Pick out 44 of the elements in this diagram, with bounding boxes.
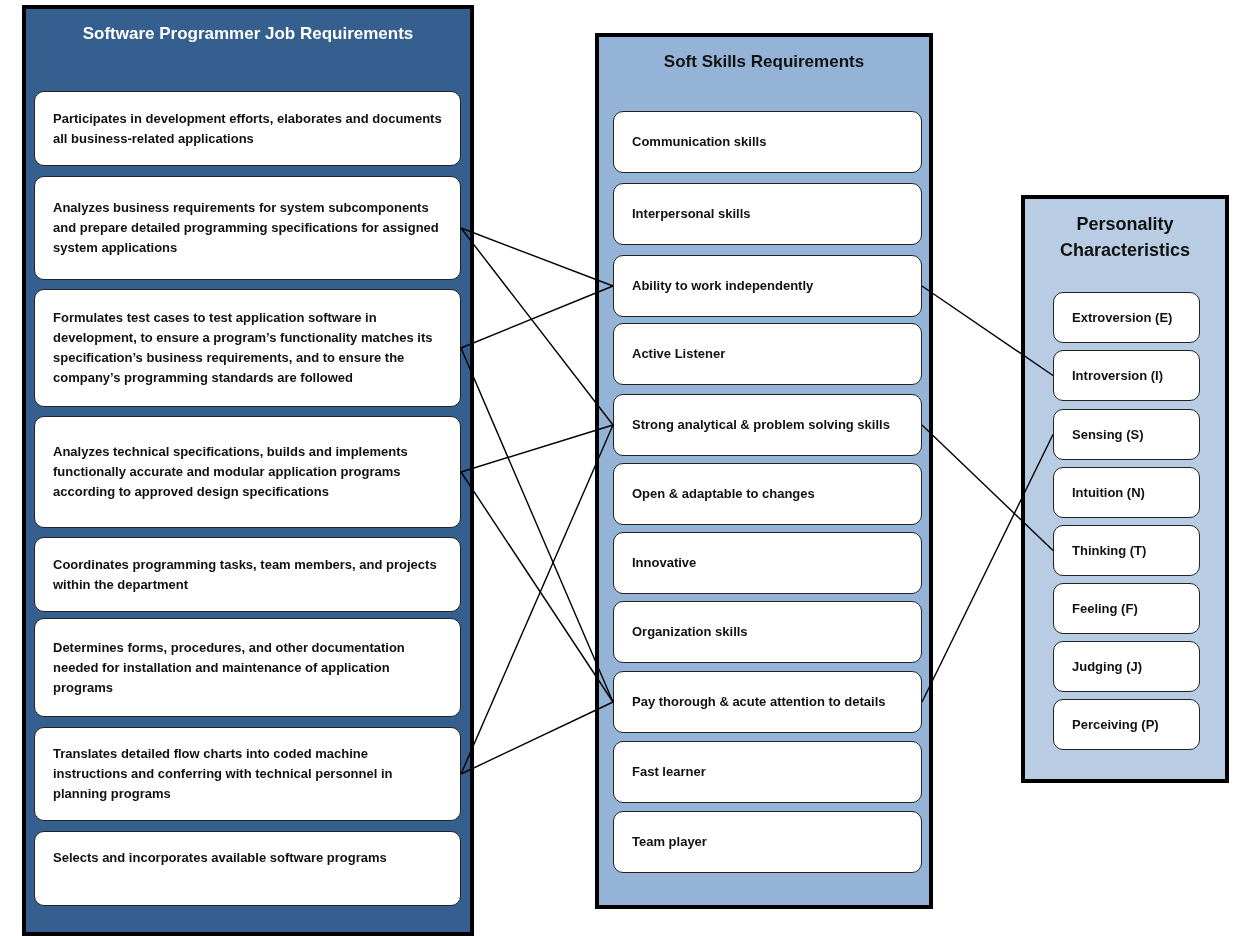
requirement-card: Coordinates programming tasks, team members, and projects within the department [34,537,461,612]
trait-card: Judging (J) [1053,641,1200,692]
trait-card: Extroversion (E) [1053,292,1200,343]
trait-card: Intuition (N) [1053,467,1200,518]
requirement-card: Participates in development efforts, elaborates and documents all business-related applications [34,91,461,166]
connector-line [921,433,1054,703]
skill-card: Innovative [613,532,922,594]
connector-line [921,285,1054,377]
requirement-card: Analyzes technical specifications, builds and implements functionally accurate and modular application programs according to approved design specifications [34,416,461,528]
requirement-card: Determines forms, procedures, and other documentation needed for installation and maintenance of application programs [34,618,461,717]
connector-line [460,285,614,349]
skill-card: Communication skills [613,111,922,173]
trait-card: Feeling (F) [1053,583,1200,634]
connector-line [460,424,614,775]
requirement-card: Selects and incorporates available software programs [34,831,461,906]
connector-line [921,424,1054,552]
trait-card: Perceiving (P) [1053,699,1200,750]
connector-line [460,424,614,473]
skill-card: Strong analytical & problem solving skills [613,394,922,456]
skill-card: Fast learner [613,741,922,803]
connector-line [460,227,614,287]
connector-line [460,471,614,703]
connector-line [460,227,614,426]
requirement-card: Formulates test cases to test application software in development, to ensure a program’s functionality matches its specification’s business requirements, and to ensure the company’s programming standards are followed [34,289,461,407]
trait-card: Thinking (T) [1053,525,1200,576]
skill-card: Open & adaptable to changes [613,463,922,525]
connector-line [460,701,614,775]
panel-title: Soft Skills Requirements [662,51,866,73]
skill-card: Active Listener [613,323,922,385]
panel-title: Personality Characteristics [1058,213,1192,262]
requirement-card: Translates detailed flow charts into coded machine instructions and conferring with technical personnel in planning programs [34,727,461,821]
soft-skills-panel [595,33,933,909]
trait-card: Introversion (I) [1053,350,1200,401]
trait-card: Sensing (S) [1053,409,1200,460]
skill-card: Ability to work independently [613,255,922,317]
personality-panel [1021,195,1229,783]
panel-title: Software Programmer Job Requirements [81,23,415,45]
job-requirements-panel [22,5,474,936]
skill-card: Interpersonal skills [613,183,922,245]
requirement-card: Analyzes business requirements for system subcomponents and prepare detailed programming specifications for assigned system applications [34,176,461,280]
skill-card: Pay thorough & acute attention to details [613,671,922,733]
skill-card: Organization skills [613,601,922,663]
connector-line [460,347,614,703]
skill-card: Team player [613,811,922,873]
